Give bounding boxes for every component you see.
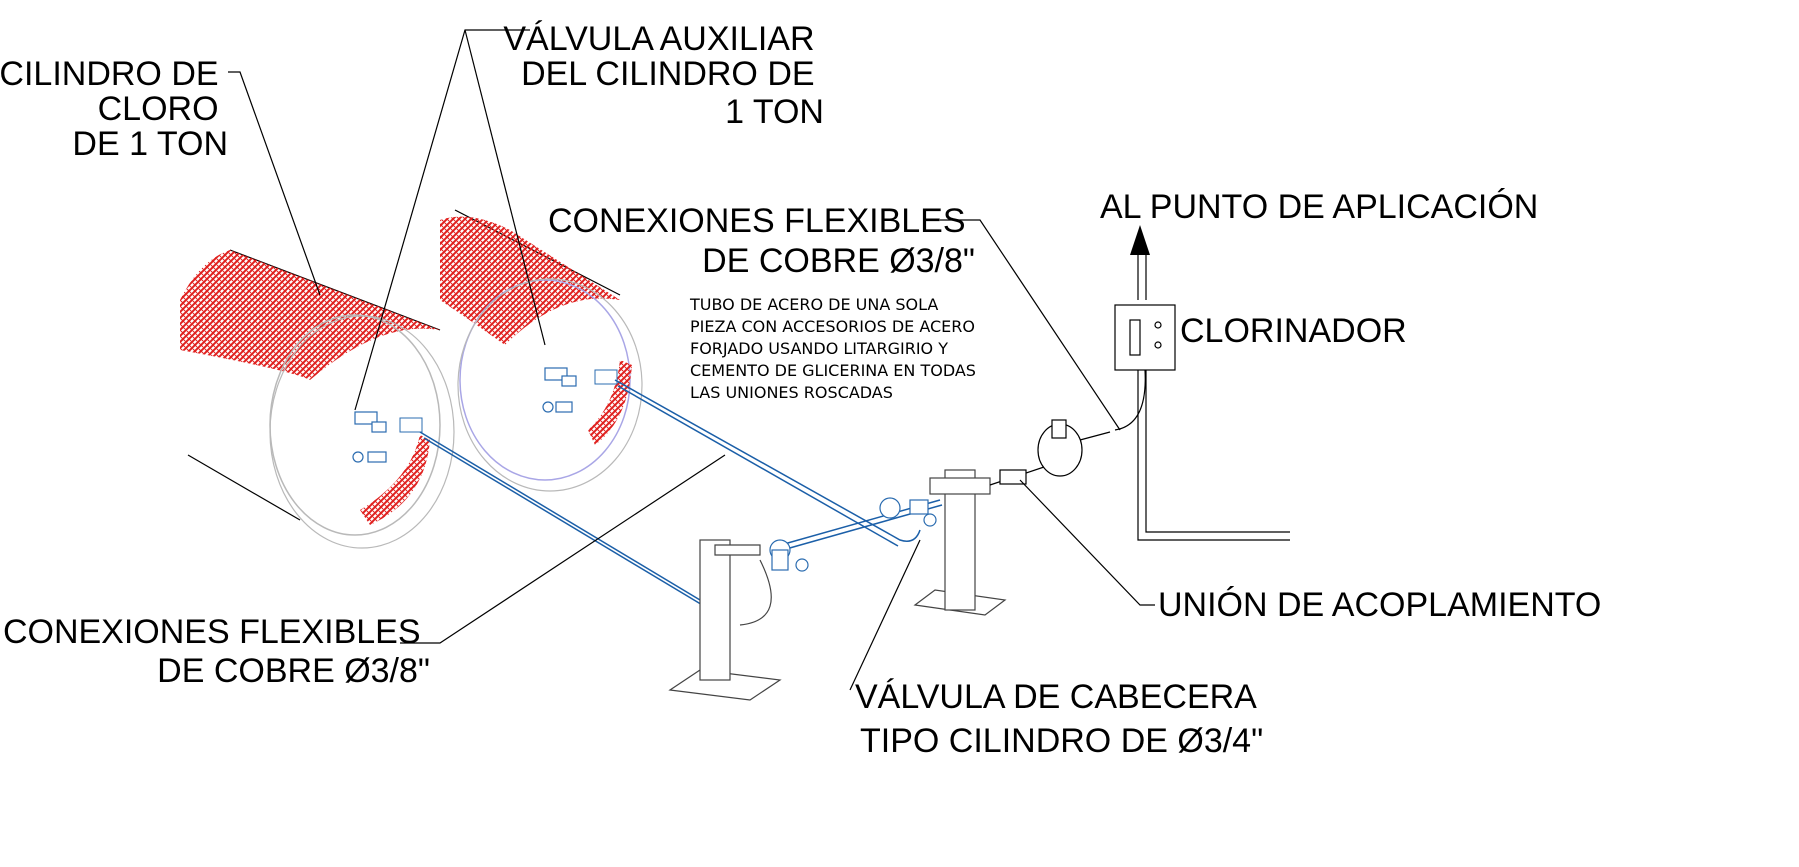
cylinder-2-outlet-fitting xyxy=(594,369,618,385)
label-chlorinator: CLORINADOR xyxy=(1180,312,1407,350)
label-coupling: UNIÓN DE ACOPLAMIENTO xyxy=(1158,586,1601,624)
label-cylinder: CILINDRO DE CLORO DE 1 TON xyxy=(0,55,228,163)
pipe-stand-left xyxy=(668,539,782,701)
cylinder-1-valve-top xyxy=(354,411,387,433)
cylinder-1-valve-bottom xyxy=(352,451,387,463)
label-flex-top: CONEXIONES FLEXIBLES DE COBRE Ø3/8" xyxy=(548,202,975,280)
header-valve-right xyxy=(879,497,937,527)
label-application-point: AL PUNTO DE APLICACIÓN xyxy=(1100,188,1538,226)
application-arrow xyxy=(1130,225,1150,255)
header-valve-left xyxy=(769,539,809,572)
pipe-stand-right xyxy=(913,469,1007,616)
label-pipe-note: TUBO DE ACERO DE UNA SOLA PIEZA CON ACCE… xyxy=(689,295,981,402)
label-header-valve: VÁLVULA DE CABECERA TIPO CILINDRO DE Ø3/… xyxy=(855,678,1264,760)
cylinder-2-valve-bottom xyxy=(542,401,573,413)
chlorine-cylinder-1 xyxy=(180,249,455,549)
cylinder-1-hatch xyxy=(180,250,440,380)
copper-flex-pipes xyxy=(419,379,921,607)
chlorinator-unit xyxy=(1114,255,1290,541)
cylinder-2-valve-top xyxy=(544,367,577,387)
label-aux-valve: VÁLVULA AUXILIAR DEL CILINDRO DE 1 TON xyxy=(503,20,824,131)
chlorine-cylinder-2 xyxy=(440,209,643,492)
cylinder-1-outlet-fitting xyxy=(399,417,423,433)
label-flex-bottom: CONEXIONES FLEXIBLES DE COBRE Ø3/8" xyxy=(3,613,430,690)
coupling-assembly xyxy=(989,419,1111,486)
leader-lines xyxy=(228,29,1155,691)
